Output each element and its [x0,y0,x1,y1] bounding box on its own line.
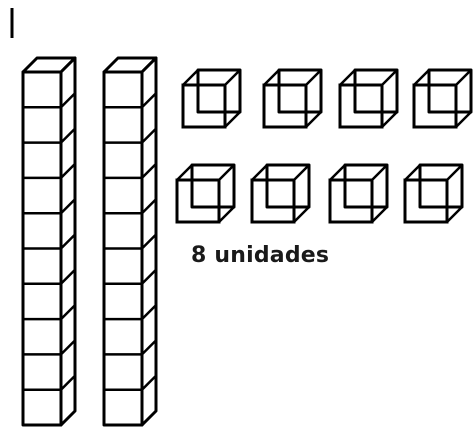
rod-side-divider [141,92,157,109]
unit-cube [412,68,473,129]
cube-edge [263,69,280,86]
cube-front-face [412,83,458,129]
cube-edge [381,69,398,86]
unit-cube [175,163,236,224]
cube-edge [251,164,268,181]
rod-side-divider [60,127,76,144]
unit-cube [328,163,389,224]
cube-edge [218,206,235,223]
tens-rod [102,56,158,427]
rod-side-divider [60,163,76,179]
cube-edge [446,164,463,181]
rod-side-divider [141,198,157,215]
rod-side-divider [141,304,157,320]
unit-cube [338,68,399,129]
rod-side-divider [60,339,76,356]
rod-side-divider [141,127,157,144]
unit-cube [262,68,323,129]
unit-cube [181,68,242,129]
cube-front-face [338,83,384,129]
cube-edge [329,164,346,181]
cube-edge [371,164,388,181]
cube-edge [371,206,388,223]
cube-edge [293,206,310,223]
unit-cube [403,163,464,224]
rod-side-divider [60,374,76,391]
cube-edge [224,69,241,86]
cube-edge [224,111,241,128]
tens-rod [21,56,77,427]
cube-edge [446,206,463,223]
rod-side-divider [60,233,76,250]
cube-front-face [262,83,308,129]
cube-edge [455,69,472,86]
rod-side-divider [141,268,157,285]
rod-side-divider [60,268,76,285]
cube-front-face [175,178,221,224]
unit-cubes-group [175,68,473,224]
rod-side-divider [141,374,157,391]
tens-rods-group [21,56,158,427]
cube-edge [381,111,398,128]
cube-edge [455,111,472,128]
cube-edge [293,164,310,181]
cube-edge [182,69,199,86]
cube-edge [339,69,356,86]
rod-side-divider [141,163,157,179]
rod-side-divider [60,198,76,215]
cube-edge [404,164,421,181]
rod-side-divider [141,233,157,250]
cube-front-face [250,178,296,224]
cube-edge [305,111,322,128]
cube-edge [305,69,322,86]
cube-front-face [403,178,449,224]
cube-edge [176,164,193,181]
rod-side-divider [141,339,157,356]
cube-edge [218,164,235,181]
cube-edge [413,69,430,86]
cube-front-face [181,83,227,129]
cube-front-face [328,178,374,224]
rod-side-divider [60,92,76,109]
rod-side-divider [60,304,76,320]
unit-cube [250,163,311,224]
units-caption: 8 unidades [191,243,330,268]
